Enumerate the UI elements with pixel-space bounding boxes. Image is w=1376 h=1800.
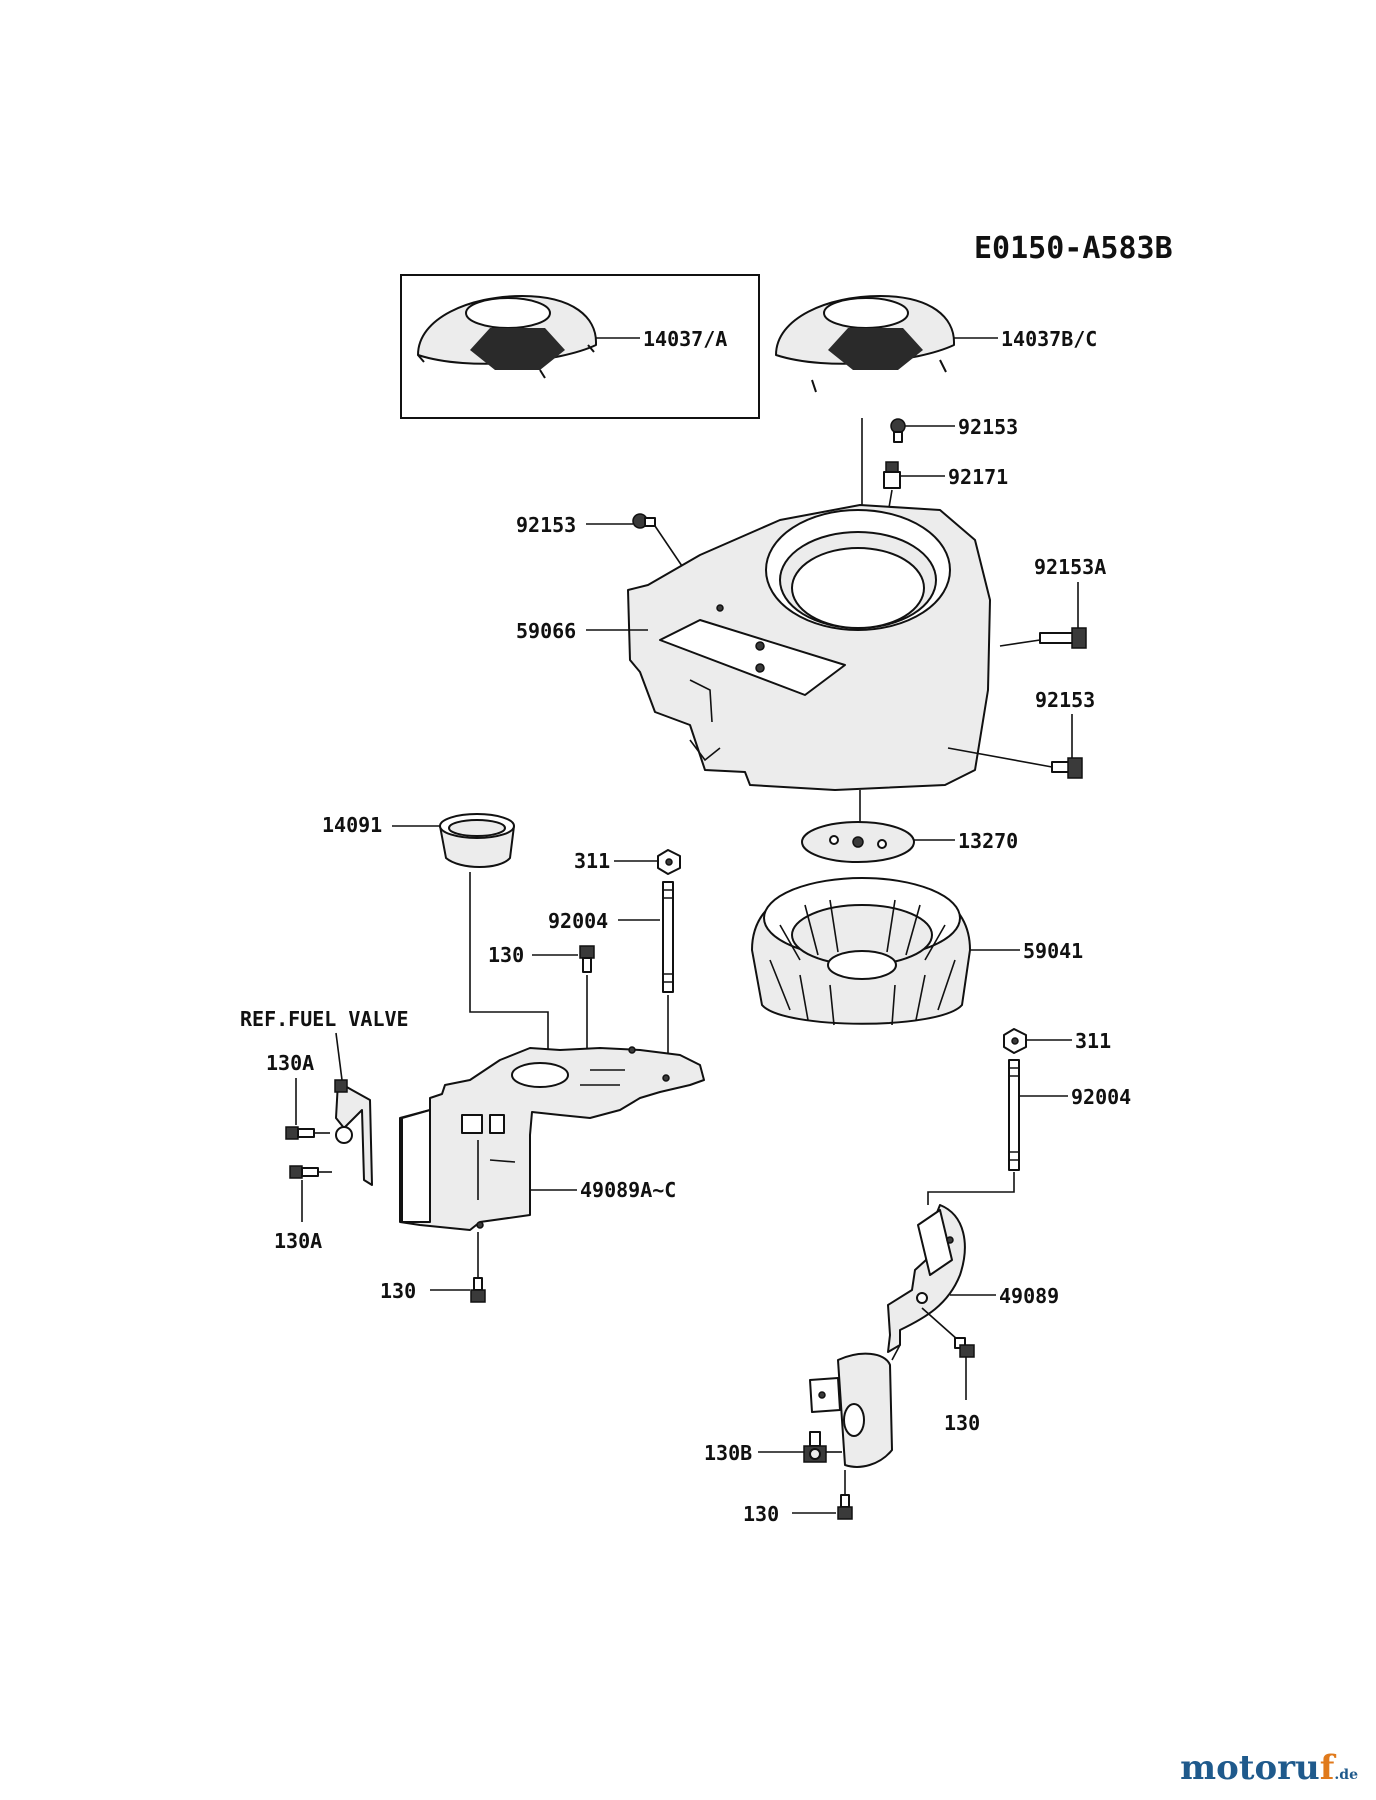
label-92153-top: 92153 xyxy=(958,415,1018,439)
watermark-suffix: .de xyxy=(1334,1767,1358,1783)
bolt-130-right[interactable] xyxy=(954,1337,975,1358)
label-49089: 49089 xyxy=(999,1284,1059,1308)
bolt-92153a[interactable] xyxy=(1039,627,1087,649)
watermark-logo: motoruf.de xyxy=(1180,1748,1358,1788)
bolt-130b[interactable] xyxy=(803,1431,827,1463)
label-ref-fuel-valve: REF.FUEL VALVE xyxy=(240,1007,409,1031)
bolt-92153-left[interactable] xyxy=(632,513,656,529)
leader-axis-130-right xyxy=(921,1307,959,1341)
bolt-92153-right[interactable] xyxy=(1051,757,1083,779)
leader-axis-92153a xyxy=(999,639,1041,647)
leader-axis-left-bolt xyxy=(654,525,683,567)
bolt-130a-top[interactable] xyxy=(285,1126,315,1140)
label-130a-top: 130A xyxy=(266,1051,314,1075)
shroud-59066[interactable] xyxy=(627,504,991,791)
bolt-130a-bottom[interactable] xyxy=(289,1165,319,1179)
bolt-130-left-bottom[interactable] xyxy=(470,1277,486,1303)
label-130-mid: 130 xyxy=(488,943,524,967)
label-130b: 130B xyxy=(704,1441,752,1465)
nut-311-left[interactable] xyxy=(657,849,681,875)
inset-box xyxy=(400,274,760,419)
leader-14091-axis xyxy=(469,872,549,1060)
cup-14091[interactable] xyxy=(439,813,515,868)
label-311-left: 311 xyxy=(574,849,610,873)
label-130-left-bottom: 130 xyxy=(380,1279,416,1303)
fuel-valve-bracket[interactable] xyxy=(334,1079,373,1186)
fan-cover-14037-a[interactable] xyxy=(417,295,597,379)
clip-92171[interactable] xyxy=(883,461,901,489)
bolt-130-mid[interactable] xyxy=(579,945,595,973)
leader-axis-92153-right xyxy=(947,747,1053,768)
label-130a-bottom: 130A xyxy=(274,1229,322,1253)
baffle-49089[interactable] xyxy=(809,1204,966,1468)
label-59041: 59041 xyxy=(1023,939,1083,963)
label-59066: 59066 xyxy=(516,619,576,643)
nut-311-right[interactable] xyxy=(1003,1028,1027,1054)
label-92153-left: 92153 xyxy=(516,513,576,537)
bolt-92153-top[interactable] xyxy=(890,418,906,443)
label-130-right: 130 xyxy=(944,1411,980,1435)
stud-92004-left[interactable] xyxy=(662,881,674,993)
bolt-130-bottom[interactable] xyxy=(837,1494,853,1520)
label-311-right: 311 xyxy=(1075,1029,1111,1053)
label-130-bottom: 130 xyxy=(743,1502,779,1526)
baffle-49089a-c[interactable] xyxy=(399,1046,705,1231)
label-14091: 14091 xyxy=(322,813,382,837)
label-92004-left: 92004 xyxy=(548,909,608,933)
plate-13270[interactable] xyxy=(801,821,915,863)
stud-92004-right[interactable] xyxy=(1008,1059,1020,1171)
label-49089ac: 49089A~C xyxy=(580,1178,676,1202)
label-92171: 92171 xyxy=(948,465,1008,489)
leader-ref-fuel-valve xyxy=(335,1032,343,1081)
leader-axis-stud-right xyxy=(927,1172,1015,1205)
label-14037bc: 14037B/C xyxy=(1001,327,1097,351)
fan-cover-14037-bc[interactable] xyxy=(775,295,955,393)
watermark-accent: f xyxy=(1319,1748,1335,1788)
label-92153-right: 92153 xyxy=(1035,688,1095,712)
label-13270: 13270 xyxy=(958,829,1018,853)
label-92004-right: 92004 xyxy=(1071,1085,1131,1109)
flywheel-59041[interactable] xyxy=(751,877,971,1026)
label-14037a: 14037/A xyxy=(643,327,727,351)
watermark-main: motoru xyxy=(1180,1748,1320,1788)
label-92153a: 92153A xyxy=(1034,555,1106,579)
diagram-code: E0150-A583B xyxy=(974,231,1173,266)
